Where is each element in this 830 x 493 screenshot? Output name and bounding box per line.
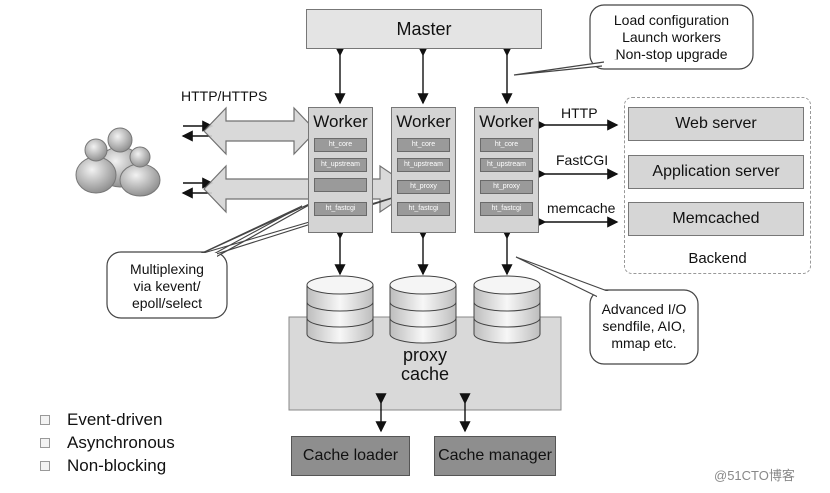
worker-module: ht_proxy bbox=[397, 180, 450, 194]
backend-protocol-label: memcache bbox=[547, 200, 616, 216]
feature-label: Non-blocking bbox=[67, 456, 167, 475]
feature-label: Asynchronous bbox=[67, 433, 175, 452]
multiplexing-callout-line: Multiplexing bbox=[130, 261, 204, 277]
backend-server: Application server bbox=[628, 155, 804, 189]
master-callout-bubble bbox=[513, 4, 754, 76]
backend-group bbox=[624, 97, 811, 274]
worker-module: ht_fastcgi bbox=[397, 202, 450, 216]
feature-label: Event-driven bbox=[67, 410, 163, 429]
worker-title: Worker bbox=[396, 112, 451, 131]
worker-module: ht_core bbox=[397, 138, 450, 152]
client-arrows bbox=[181, 120, 214, 199]
master-box: Master bbox=[306, 9, 542, 49]
worker-module: ht_upstream bbox=[397, 158, 450, 172]
worker-module: ht_core bbox=[480, 138, 533, 152]
cache-loader-box: Cache loader bbox=[291, 436, 410, 476]
worker-title: Worker bbox=[479, 112, 534, 131]
worker-title: Worker bbox=[313, 112, 368, 131]
master-label: Master bbox=[396, 18, 452, 39]
watermark: @51CTO博客 bbox=[714, 468, 795, 483]
io-callout-line: mmap etc. bbox=[611, 335, 677, 351]
disk-2 bbox=[389, 275, 457, 344]
bullet-square-icon bbox=[40, 438, 50, 448]
worker-module bbox=[314, 178, 367, 192]
io-callout-line: Advanced I/O bbox=[601, 301, 687, 317]
cache-process-arrows bbox=[375, 393, 471, 433]
backend-protocol-label: HTTP bbox=[561, 105, 598, 121]
multiplexing-callout-line: via kevent/ bbox=[133, 278, 201, 294]
io-callout: Advanced I/O sendfile, AIO, mmap etc. bbox=[590, 301, 698, 352]
bullet-square-icon bbox=[40, 461, 50, 471]
http-https-label: HTTP/HTTPS bbox=[181, 88, 268, 104]
master-callout-line: Launch workers bbox=[622, 29, 721, 45]
master-callout-line: Load configuration bbox=[613, 12, 730, 28]
backend-server: Web server bbox=[628, 107, 804, 141]
proxy-cache-label: proxy cache bbox=[289, 346, 561, 384]
worker-3: Worker ht_core ht_upstream ht_proxy ht_f… bbox=[474, 107, 539, 233]
worker-module: ht_fastcgi bbox=[480, 202, 533, 216]
proxy-cache-line: cache bbox=[400, 364, 450, 384]
worker-1: Worker ht_core ht_upstream ht_fastcgi bbox=[308, 107, 373, 233]
cache-manager-box: Cache manager bbox=[434, 436, 556, 476]
io-callout-line: sendfile, AIO, bbox=[602, 318, 686, 334]
users-icon bbox=[75, 127, 161, 197]
multiplexing-callout: Multiplexing via kevent/ epoll/select bbox=[107, 261, 227, 312]
master-worker-arrows bbox=[334, 45, 513, 105]
backend-arrows bbox=[535, 119, 619, 228]
io-callout-bubble bbox=[515, 256, 699, 365]
master-callout-line: Non-stop upgrade bbox=[615, 46, 728, 62]
master-callout: Load configuration Launch workers Non-st… bbox=[590, 12, 753, 63]
feature-item: Event-driven bbox=[40, 410, 162, 430]
backend-protocol-label: FastCGI bbox=[556, 152, 609, 168]
multiplexing-callout-line: epoll/select bbox=[131, 295, 203, 311]
feature-item: Asynchronous bbox=[40, 433, 175, 453]
worker-module: ht_proxy bbox=[480, 180, 533, 194]
worker-disk-arrows bbox=[334, 228, 513, 276]
multiplexing-callout-bubble bbox=[106, 191, 413, 319]
disk-3 bbox=[473, 275, 541, 344]
feature-item: Non-blocking bbox=[40, 456, 166, 476]
bullet-square-icon bbox=[40, 415, 50, 425]
worker-module: ht_upstream bbox=[480, 158, 533, 172]
backend-label: Backend bbox=[688, 250, 747, 267]
disk-stacks bbox=[306, 275, 541, 344]
disk-1 bbox=[306, 275, 374, 344]
worker-module: ht_upstream bbox=[314, 158, 367, 172]
worker-module: ht_fastcgi bbox=[314, 202, 367, 216]
worker-module: ht_core bbox=[314, 138, 367, 152]
proxy-cache-line: proxy bbox=[402, 345, 447, 365]
worker-2: Worker ht_core ht_upstream ht_proxy ht_f… bbox=[391, 107, 456, 233]
backend-server: Memcached bbox=[628, 202, 804, 236]
